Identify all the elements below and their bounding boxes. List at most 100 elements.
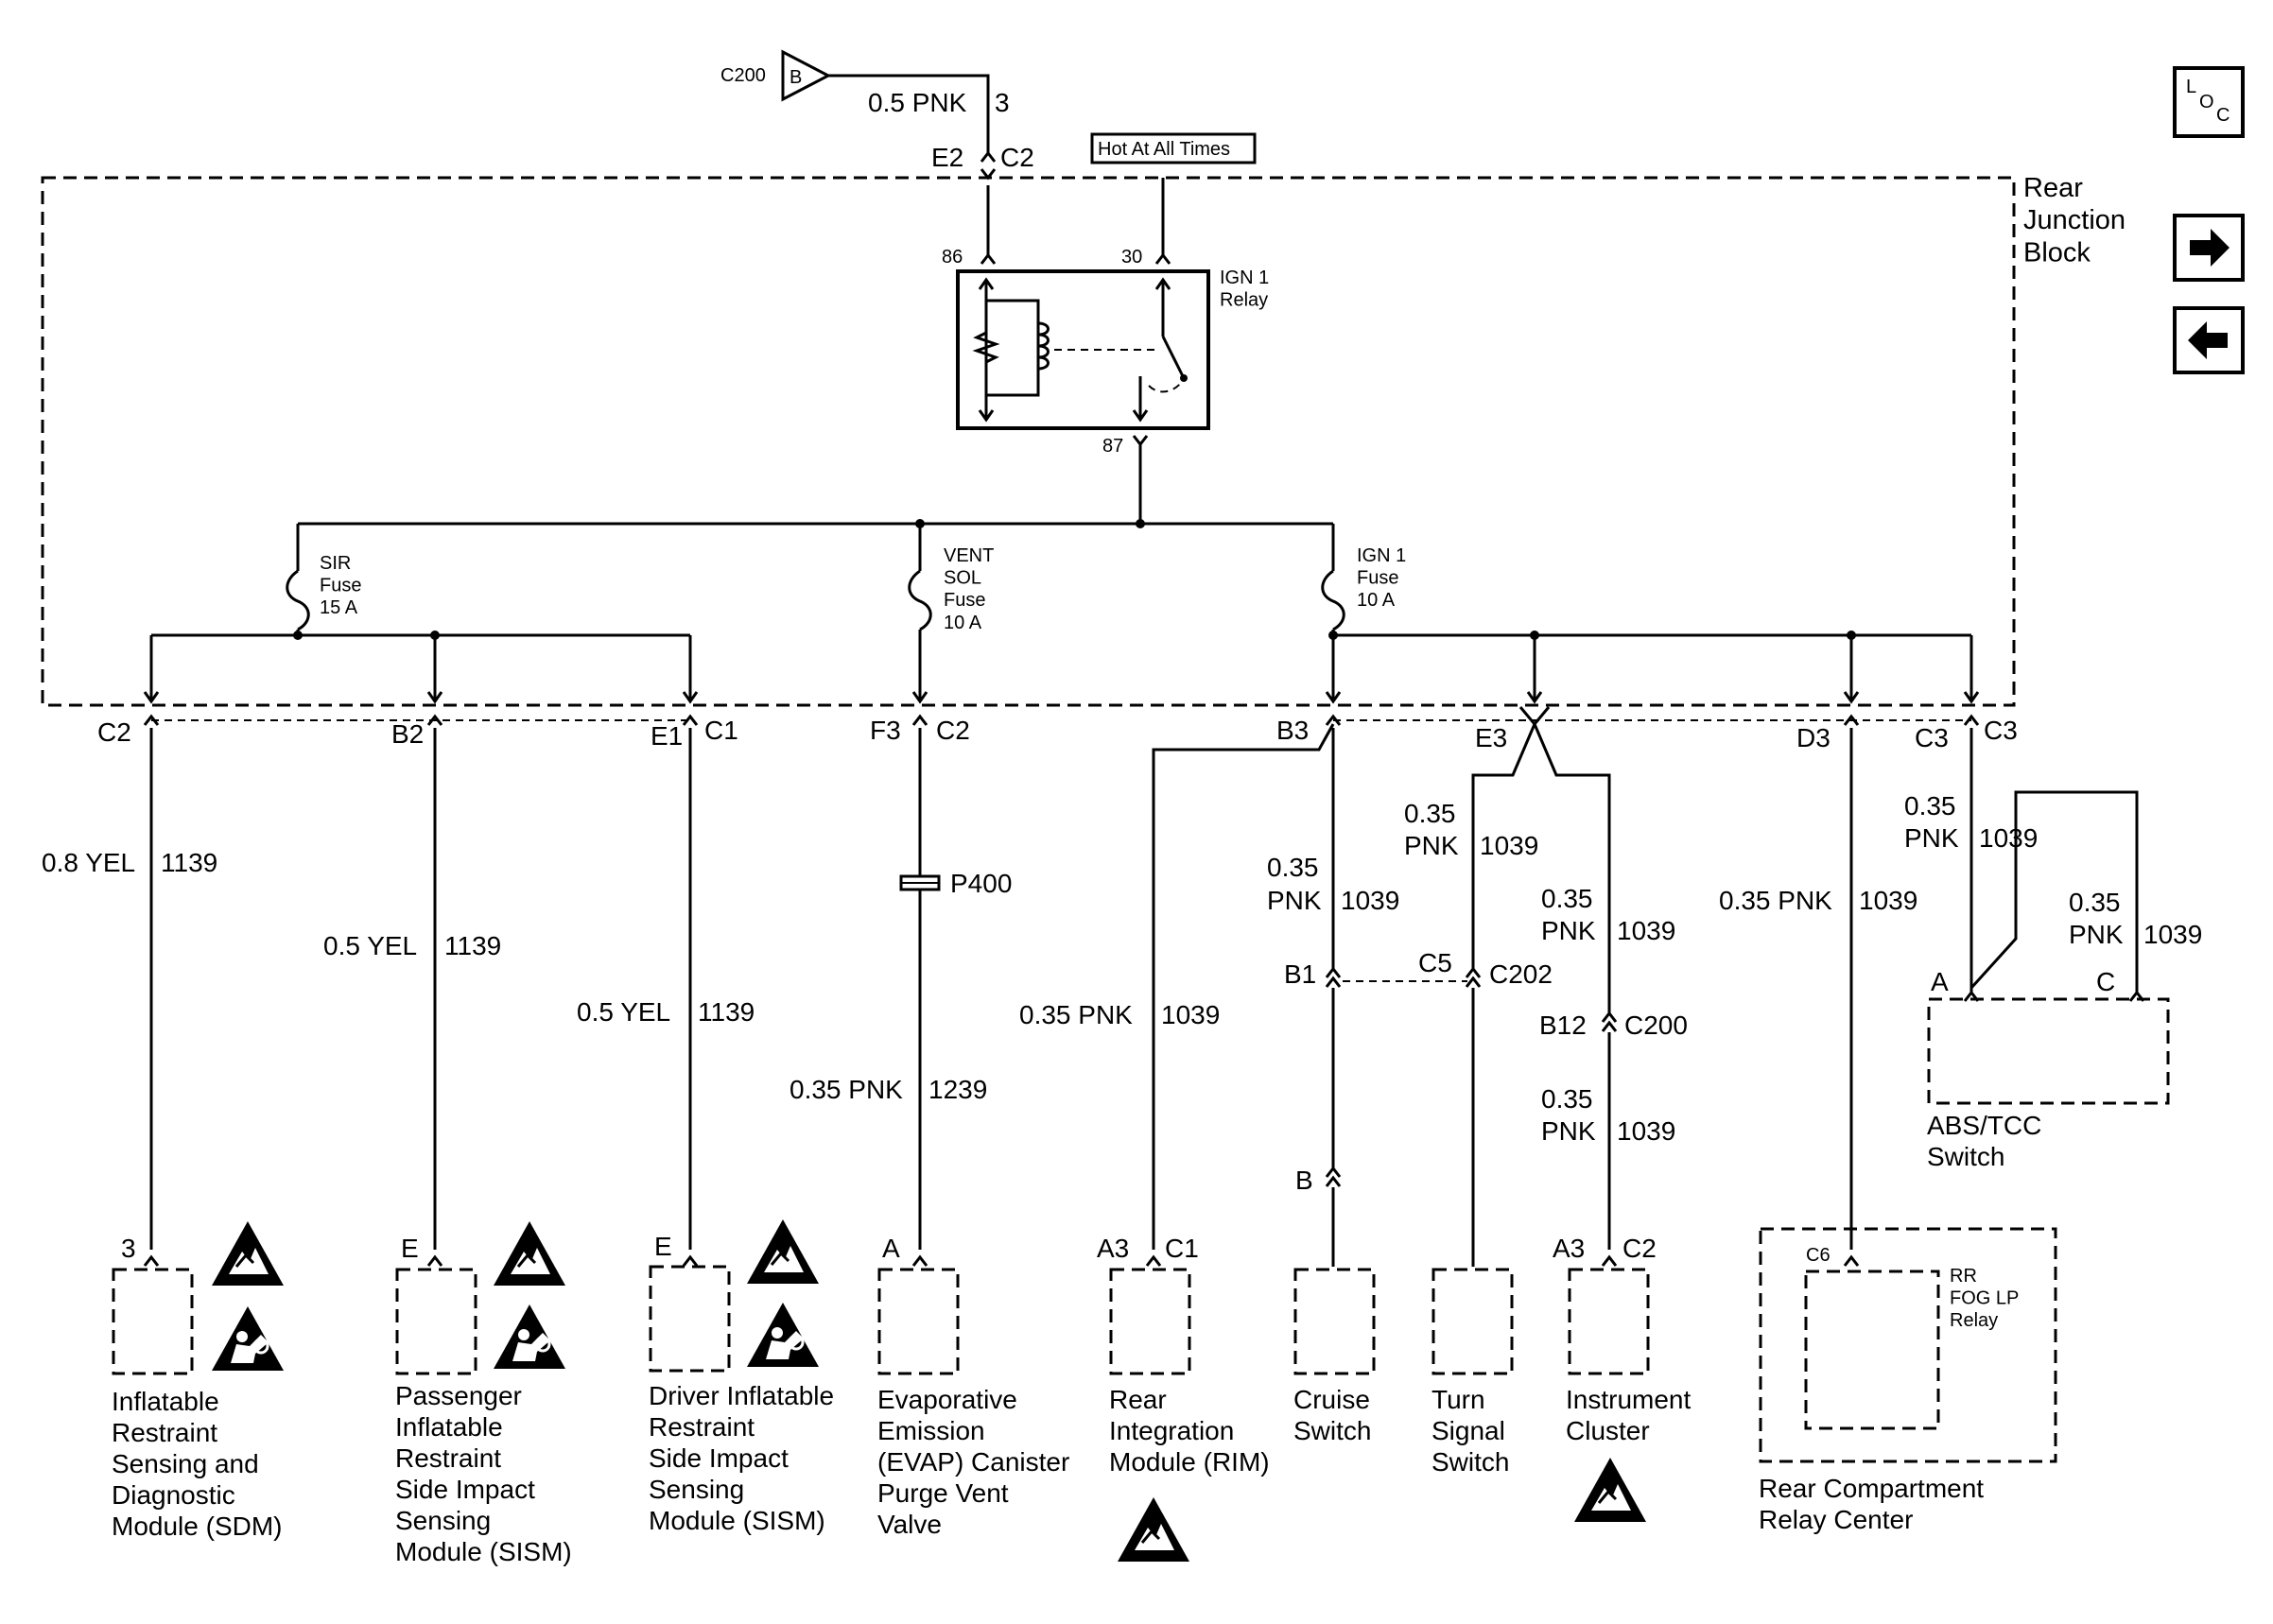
inline-b-label: B xyxy=(1295,1166,1313,1195)
source-terminal-label: B xyxy=(789,67,802,88)
pin-e3-label: E3 xyxy=(1475,723,1507,752)
instrument-cluster-box xyxy=(1568,1268,1650,1375)
esd-icon xyxy=(492,1219,567,1287)
wire-ic-upper-label-b: PNK xyxy=(1541,916,1596,945)
driver-sism-pin xyxy=(682,1255,699,1268)
location-icon[interactable]: L O C xyxy=(2173,66,2245,138)
bus-junction-relay xyxy=(1136,519,1145,528)
block-input-left-pin: E2 xyxy=(931,143,963,172)
ic-pin-label: A3 xyxy=(1553,1234,1585,1263)
arrow-right-icon[interactable] xyxy=(2173,214,2245,282)
source-wire-label: 0.5 PNK xyxy=(868,88,967,117)
passenger-sism-pin-label: E xyxy=(401,1234,419,1263)
pin-c3b-label: C3 xyxy=(1984,716,2018,745)
airbag-icon xyxy=(745,1301,821,1369)
source-circuit-label: 3 xyxy=(995,88,1010,117)
wire-ic-upper-circuit: 1039 xyxy=(1617,916,1675,945)
wire-cruise-label-b: PNK xyxy=(1267,886,1322,915)
evap-valve-box xyxy=(877,1268,960,1375)
relay-pin-30 xyxy=(1154,253,1171,266)
relay-pin-87 xyxy=(1132,434,1149,446)
wire-turn-label-a: 0.35 xyxy=(1404,799,1456,828)
inline-c202-label: C202 xyxy=(1489,959,1553,989)
pin-f3 xyxy=(911,715,928,727)
wire-turn-label-b: PNK xyxy=(1404,831,1459,860)
pin-c2-label: C2 xyxy=(97,717,131,747)
passenger-sism-pin xyxy=(426,1255,443,1268)
driver-sism-pin-label: E xyxy=(654,1232,672,1261)
wire-abs-c xyxy=(1969,790,2139,993)
pin-d3-label: D3 xyxy=(1796,723,1831,752)
rim-pin xyxy=(1145,1255,1162,1268)
pin-c3a-label: C3 xyxy=(1915,723,1949,752)
vent-sol-fuse xyxy=(908,524,932,700)
ign1-distribution xyxy=(1328,631,1973,700)
hot-at-all-times-box xyxy=(1090,132,1257,164)
abs-pin-c-label: C xyxy=(2096,967,2115,996)
abs-tcc-switch-box xyxy=(1927,997,2170,1105)
splice-p400 xyxy=(899,874,941,891)
source-connector-label: C200 xyxy=(720,65,766,86)
pin-b3-label: B3 xyxy=(1276,716,1309,745)
inline-b xyxy=(1325,1166,1342,1188)
relay-internals xyxy=(972,277,1188,423)
sdm-box xyxy=(112,1268,194,1375)
rim-pin-label: A3 xyxy=(1097,1234,1129,1263)
ign1-fuse xyxy=(1321,524,1345,700)
rim-conn-label: C1 xyxy=(1165,1234,1199,1263)
passenger-sism-box xyxy=(395,1268,477,1375)
evap-pin-label: A xyxy=(882,1234,900,1263)
wire-ic-upper-label-a: 0.35 xyxy=(1541,884,1593,913)
relay-pin-86-label: 86 xyxy=(942,247,963,268)
esd-icon xyxy=(210,1219,286,1287)
wire-sdm-circuit: 1139 xyxy=(161,848,217,877)
wire-rim-circuit: 1039 xyxy=(1161,1000,1220,1029)
inline-c5-label: C5 xyxy=(1418,948,1452,977)
esd-icon xyxy=(1116,1495,1191,1564)
inline-b1 xyxy=(1325,967,1342,989)
wire-sdm-label: 0.8 YEL xyxy=(42,848,135,877)
esd-icon xyxy=(745,1218,821,1286)
wire-turn-upper xyxy=(1471,723,1536,969)
wire-turn-circuit: 1039 xyxy=(1480,831,1538,860)
pin-f3-label: F3 xyxy=(870,716,901,745)
wire-cruise-circuit: 1039 xyxy=(1341,886,1399,915)
sir-fuse xyxy=(286,524,310,635)
pin-c1-label: C1 xyxy=(704,716,738,745)
wire-abs-c-circuit: 1039 xyxy=(2143,920,2202,949)
wire-passenger-sism-circuit: 1139 xyxy=(444,931,501,960)
rr-fog-lp-relay-box xyxy=(1804,1270,1940,1430)
wire-evap-label: 0.35 PNK xyxy=(789,1075,903,1104)
rear-junction-block-outline xyxy=(41,176,2016,707)
inline-b1-label: B1 xyxy=(1284,959,1316,989)
arrow-left-icon[interactable] xyxy=(2173,306,2245,374)
abs-pin-a-label: A xyxy=(1931,967,1949,996)
inline-b12 xyxy=(1601,1011,1618,1033)
wire-ic-lower-circuit: 1039 xyxy=(1617,1116,1675,1146)
fog-relay-pin xyxy=(1843,1255,1860,1268)
airbag-icon xyxy=(210,1304,286,1373)
hot-at-all-times-label: Hot At All Times xyxy=(1098,139,1230,160)
wire-abs-a-label-a: 0.35 xyxy=(1904,791,1956,821)
block-input-right-pin: C2 xyxy=(1000,143,1034,172)
block-input-pin xyxy=(980,151,997,164)
wire-evap-circuit: 1239 xyxy=(928,1075,987,1104)
wire-cruise-label-a: 0.35 xyxy=(1267,853,1319,882)
airbag-icon xyxy=(492,1303,567,1371)
wire-fog-relay-circuit: 1039 xyxy=(1859,886,1917,915)
driver-sism-box xyxy=(649,1265,731,1373)
relay-pin-87-label: 87 xyxy=(1102,436,1123,457)
rear-compartment-relay-center-box xyxy=(1759,1227,2057,1463)
ign1-relay-box xyxy=(956,269,1210,430)
